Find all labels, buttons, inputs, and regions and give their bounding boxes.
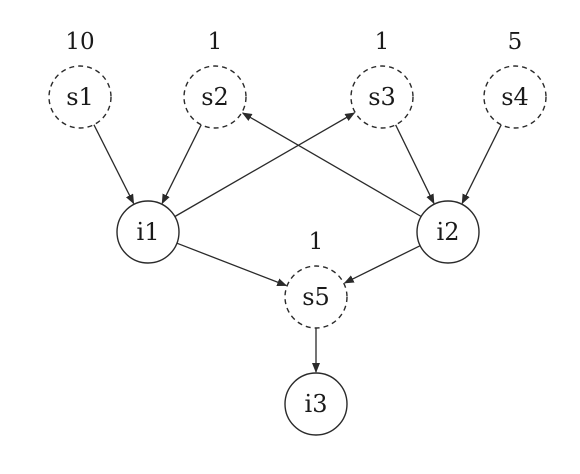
weights-layer: 10 1 1 5 1 — [65, 29, 522, 255]
weight-label-s1: 10 — [65, 29, 94, 55]
node-s1: s1 — [48, 65, 112, 129]
node-label-i2: i2 — [437, 218, 460, 246]
node-circle-s1 — [48, 65, 112, 129]
node-i1: i1 — [116, 200, 180, 264]
edge-s1-to-i1 — [93, 124, 135, 205]
weight-label-s4: 5 — [508, 29, 523, 55]
edge-s3-to-i2 — [395, 124, 435, 205]
weight-label-s3: 1 — [375, 29, 390, 55]
edge-i2-to-s2 — [241, 112, 422, 218]
node-label-i1: i1 — [137, 218, 160, 246]
node-label-s1: s1 — [66, 83, 94, 111]
edge-i1-to-s5 — [176, 242, 288, 287]
node-label-s4: s4 — [501, 83, 529, 111]
node-i2: i2 — [416, 200, 480, 264]
node-label-s3: s3 — [368, 83, 396, 111]
weight-label-s2: 1 — [208, 29, 223, 55]
weight-label-s5: 1 — [309, 229, 324, 255]
node-circle-s2 — [183, 65, 247, 129]
node-circle-s4 — [483, 65, 547, 129]
node-circle-i2 — [416, 200, 480, 264]
node-s3: s3 — [350, 65, 414, 129]
node-label-s2: s2 — [201, 83, 229, 111]
node-s2: s2 — [183, 65, 247, 129]
node-s5: s5 — [284, 265, 348, 329]
edge-s2-to-i1 — [161, 124, 202, 205]
node-label-s5: s5 — [302, 283, 330, 311]
nodes-layer: s1 s2 s3 s4 i1 i2 s5 i3 — [48, 65, 547, 436]
edge-s4-to-i2 — [461, 124, 502, 205]
node-circle-i1 — [116, 200, 180, 264]
node-circle-s5 — [284, 265, 348, 329]
node-circle-s3 — [350, 65, 414, 129]
node-i3: i3 — [284, 372, 348, 436]
edge-i1-to-s3 — [174, 112, 356, 218]
edge-i2-to-s5 — [343, 245, 421, 284]
node-label-i3: i3 — [305, 390, 328, 418]
edges-layer — [93, 112, 502, 373]
node-s4: s4 — [483, 65, 547, 129]
node-circle-i3 — [284, 372, 348, 436]
